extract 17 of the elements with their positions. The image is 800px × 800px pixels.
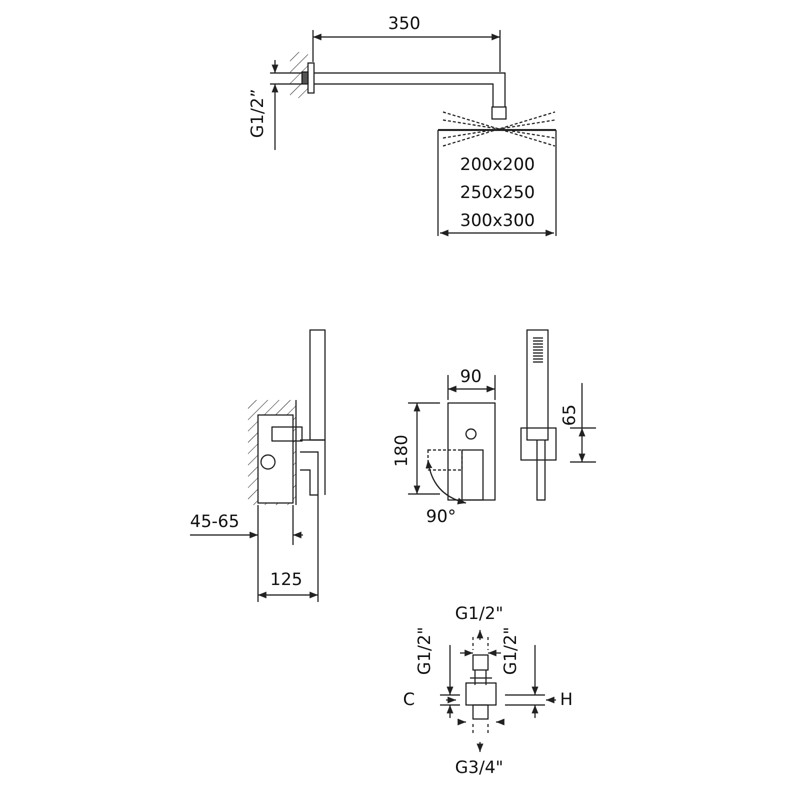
- thread-size-label: G3/4": [455, 758, 504, 778]
- dimension-label: 65: [560, 404, 580, 426]
- connection-label: C: [403, 690, 415, 710]
- size-label: 200x200: [460, 155, 535, 175]
- dimension-label: 350: [388, 14, 420, 34]
- thread-size-label: G1/2”: [248, 88, 268, 138]
- size-label: 250x250: [460, 183, 535, 203]
- angle-label: 90°: [426, 507, 456, 527]
- dimension-label: 45-65: [190, 512, 240, 532]
- dimension-label: 90: [460, 367, 482, 387]
- thread-size-label: G1/2": [415, 626, 435, 675]
- dimension-label: 125: [270, 570, 302, 590]
- dimension-label: 180: [392, 434, 412, 467]
- thread-size-label: G1/2": [501, 626, 521, 675]
- size-label: 300x300: [460, 211, 535, 231]
- connection-label: H: [560, 690, 573, 710]
- thread-size-label: G1/2": [455, 604, 504, 624]
